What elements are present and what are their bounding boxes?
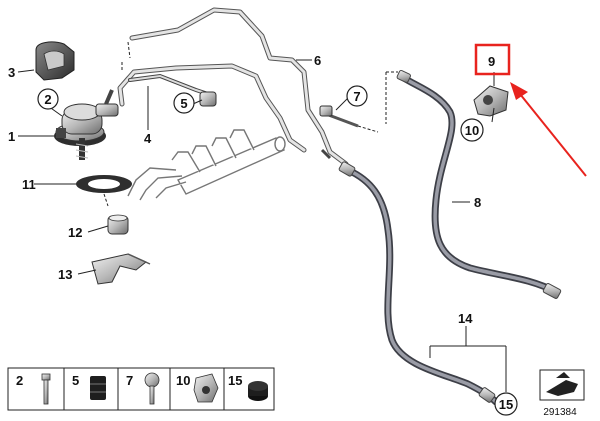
fuel-pipe-6 [129, 7, 349, 167]
clip-13 [91, 253, 151, 285]
callout-8: 8 [474, 195, 481, 210]
callout-4: 4 [144, 131, 152, 146]
legend-item-15: 15 [228, 373, 268, 401]
leader-lines [17, 59, 507, 392]
legend-strip: 2 5 7 10 15 [7, 367, 275, 411]
callout-2: 2 [44, 92, 51, 107]
callout-7: 7 [353, 89, 360, 104]
fuel-pipe-4 [117, 63, 307, 153]
callout-1: 1 [8, 129, 15, 144]
gasket-11 [76, 175, 132, 207]
callout-15: 15 [499, 397, 513, 412]
legend-item-7: 7 [126, 372, 160, 405]
page-arrow-icon[interactable] [539, 369, 585, 401]
svg-text:10: 10 [176, 373, 190, 388]
bolt-7 [319, 105, 379, 133]
callout-11: 11 [22, 177, 36, 192]
callout-12: 12 [68, 225, 82, 240]
holder-10 [473, 85, 509, 117]
legend-item-5: 5 [72, 373, 106, 400]
callout-labels: 3 1 11 12 13 4 6 8 14 9 2 5 7 10 15 [8, 53, 518, 416]
bracket-3 [35, 41, 75, 81]
diagram-number: 291384 [543, 407, 577, 418]
callout-6: 6 [314, 53, 321, 68]
highlight-box [474, 43, 511, 76]
callout-5: 5 [180, 96, 187, 111]
svg-text:15: 15 [228, 373, 242, 388]
dashed-leader [127, 41, 131, 59]
legend-item-10: 10 [176, 373, 219, 403]
fuel-hose-8 [385, 69, 562, 299]
fuel-rail [127, 129, 286, 201]
sleeve-12 [107, 214, 129, 235]
callout-3: 3 [8, 65, 15, 80]
callout-13: 13 [58, 267, 72, 282]
fuel-hose-14 [320, 148, 500, 406]
svg-text:5: 5 [72, 373, 79, 388]
red-arrow-icon [510, 82, 587, 177]
svg-text:7: 7 [126, 373, 133, 388]
callout-10: 10 [465, 123, 479, 138]
high-pressure-pump-1 [54, 89, 119, 160]
svg-text:2: 2 [16, 373, 23, 388]
legend-item-2: 2 [16, 373, 51, 405]
callout-14: 14 [458, 311, 473, 326]
callout-9: 9 [488, 54, 495, 69]
bushing-5 [199, 91, 217, 107]
